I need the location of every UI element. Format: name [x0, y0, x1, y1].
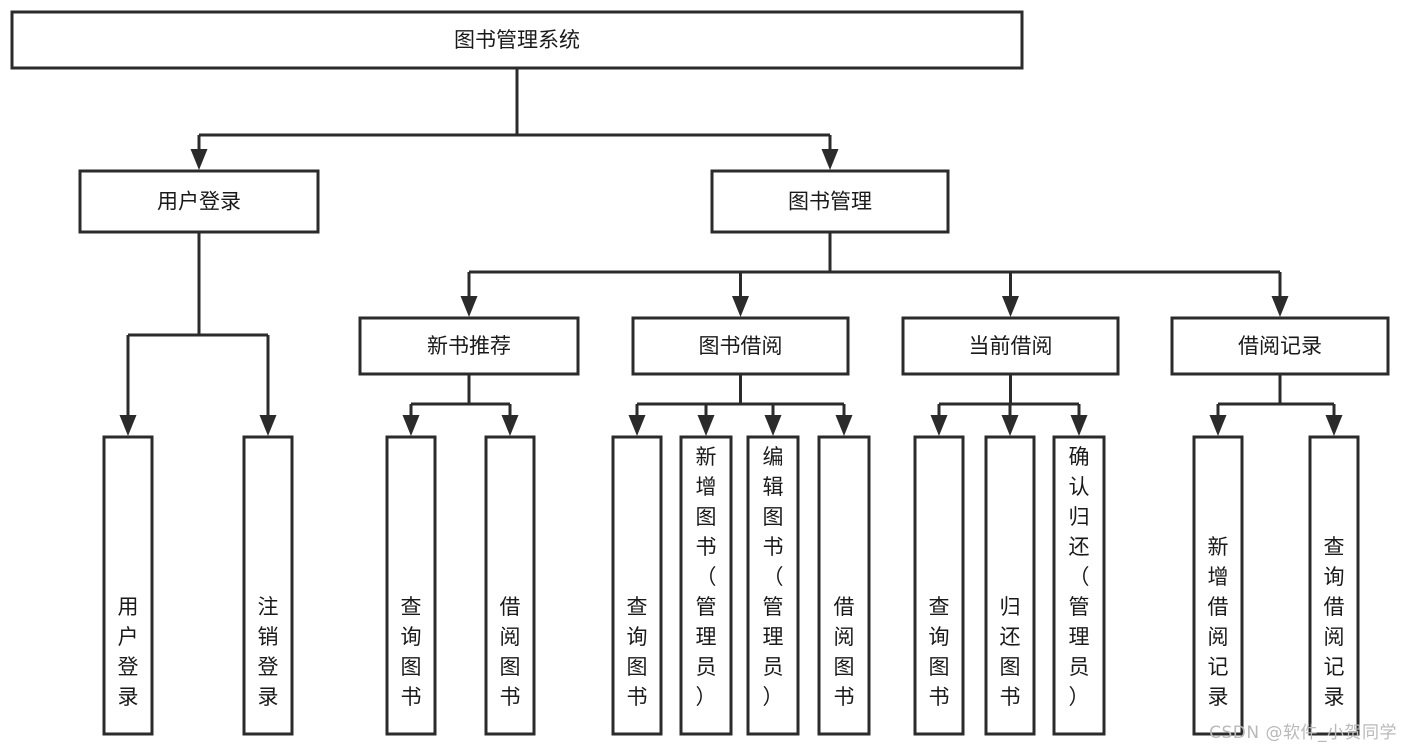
node-leaf-return-book[interactable]: 归还图书 [984, 435, 1036, 736]
node-leaf-add-record[interactable]: 新增借阅记录 [1192, 435, 1244, 736]
node-leaf-confirm-return[interactable]: 确认归还（管理员） [1052, 435, 1106, 736]
node-label-leaf-add-record: 新增借阅记录 [1208, 535, 1229, 709]
connector-group-borrow-record [1209, 374, 1343, 436]
node-label-new-book-rec: 新书推荐 [427, 334, 511, 358]
node-box-new-book-rec[interactable] [358, 316, 580, 376]
node-label-user-login: 用户登录 [157, 190, 241, 214]
node-leaf-borrow-book-1[interactable]: 借阅图书 [484, 435, 536, 736]
arrow-icon [1070, 415, 1088, 436]
node-label-leaf-query-book-3: 查询图书 [929, 595, 950, 709]
arrow-icon [460, 296, 478, 317]
node-label-leaf-user-login: 用户登录 [118, 595, 139, 709]
node-box-leaf-borrow-book-2[interactable] [817, 435, 871, 736]
csdn-watermark: CSDN @软件_小贺同学 [1209, 723, 1397, 743]
node-borrow-record[interactable]: 借阅记录 [1170, 316, 1390, 376]
node-box-book-borrow[interactable] [631, 316, 850, 376]
node-box-leaf-edit-book[interactable] [746, 435, 800, 736]
connector-group-new-book-rec [402, 374, 519, 436]
nodes-layer: 图书管理系统用户登录图书管理新书推荐图书借阅当前借阅借阅记录用户登录注销登录查询… [10, 10, 1390, 736]
arrow-icon [402, 415, 420, 436]
node-leaf-query-book-3[interactable]: 查询图书 [913, 435, 965, 736]
arrow-icon [1002, 296, 1019, 317]
connector-group-book-borrow [628, 374, 853, 436]
node-leaf-query-book-2[interactable]: 查询图书 [611, 435, 663, 736]
node-root[interactable]: 图书管理系统 [10, 10, 1024, 70]
node-user-login[interactable]: 用户登录 [78, 169, 320, 234]
node-box-leaf-borrow-book-1[interactable] [484, 435, 536, 736]
node-leaf-add-book[interactable]: 新增图书（管理员） [679, 435, 733, 736]
node-label-leaf-query-record: 查询借阅记录 [1324, 535, 1345, 709]
node-new-book-rec[interactable]: 新书推荐 [358, 316, 580, 376]
node-label-borrow-record: 借阅记录 [1238, 334, 1322, 358]
node-label-leaf-borrow-book-1: 借阅图书 [500, 595, 521, 709]
node-box-borrow-record[interactable] [1170, 316, 1390, 376]
node-label-book-manage: 图书管理 [788, 190, 872, 214]
node-box-leaf-add-book[interactable] [679, 435, 733, 736]
arrow-icon [1001, 415, 1019, 436]
node-box-leaf-query-book-3[interactable] [913, 435, 965, 736]
arrow-icon [930, 415, 948, 436]
node-box-leaf-logout[interactable] [242, 435, 294, 736]
node-box-leaf-confirm-return[interactable] [1052, 435, 1106, 736]
node-current-borrow[interactable]: 当前借阅 [901, 316, 1120, 376]
arrow-icon [764, 415, 782, 436]
node-box-leaf-query-record[interactable] [1308, 435, 1360, 736]
arrow-icon [190, 149, 208, 170]
connector-group-user-login [119, 232, 277, 436]
node-label-book-borrow: 图书借阅 [699, 334, 783, 358]
node-leaf-borrow-book-2[interactable]: 借阅图书 [817, 435, 871, 736]
node-box-leaf-query-book-1[interactable] [385, 435, 437, 736]
arrow-icon [835, 415, 853, 436]
node-leaf-query-record[interactable]: 查询借阅记录 [1308, 435, 1360, 736]
node-label-leaf-confirm-return: 确认归还（管理员） [1069, 445, 1090, 709]
node-box-leaf-query-book-2[interactable] [611, 435, 663, 736]
node-leaf-user-login[interactable]: 用户登录 [102, 435, 154, 736]
arrow-icon [697, 415, 715, 436]
node-book-manage[interactable]: 图书管理 [710, 169, 950, 234]
node-box-user-login[interactable] [78, 169, 320, 234]
node-label-leaf-return-book: 归还图书 [1000, 595, 1021, 709]
node-book-borrow[interactable]: 图书借阅 [631, 316, 850, 376]
arrow-icon [1325, 415, 1343, 436]
node-label-leaf-edit-book: 编辑图书（管理员） [763, 445, 784, 709]
connectors-layer [119, 68, 1343, 436]
arrow-icon [732, 296, 749, 317]
connector-group-book-manage [460, 232, 1289, 317]
connector-group-current-borrow [930, 374, 1088, 436]
node-leaf-edit-book[interactable]: 编辑图书（管理员） [746, 435, 800, 736]
node-box-leaf-user-login[interactable] [102, 435, 154, 736]
arrow-icon [259, 415, 277, 436]
node-leaf-logout[interactable]: 注销登录 [242, 435, 294, 736]
node-label-leaf-query-book-1: 查询图书 [401, 595, 422, 709]
node-box-current-borrow[interactable] [901, 316, 1120, 376]
node-box-book-manage[interactable] [710, 169, 950, 234]
node-label-leaf-logout: 注销登录 [258, 595, 279, 709]
arrow-icon [821, 149, 839, 170]
arrow-icon [119, 415, 137, 436]
node-box-leaf-return-book[interactable] [984, 435, 1036, 736]
connector-group-root [190, 68, 839, 170]
arrow-icon [1209, 415, 1227, 436]
node-box-root[interactable] [10, 10, 1024, 70]
node-label-leaf-borrow-book-2: 借阅图书 [834, 595, 855, 709]
node-label-current-borrow: 当前借阅 [969, 334, 1053, 358]
node-label-root: 图书管理系统 [454, 28, 580, 52]
arrow-icon [501, 415, 519, 436]
node-label-leaf-query-book-2: 查询图书 [627, 595, 648, 709]
node-label-leaf-add-book: 新增图书（管理员） [696, 445, 717, 709]
node-leaf-query-book-1[interactable]: 查询图书 [385, 435, 437, 736]
node-box-leaf-add-record[interactable] [1192, 435, 1244, 736]
arrow-icon [1271, 296, 1289, 317]
arrow-icon [628, 415, 646, 436]
